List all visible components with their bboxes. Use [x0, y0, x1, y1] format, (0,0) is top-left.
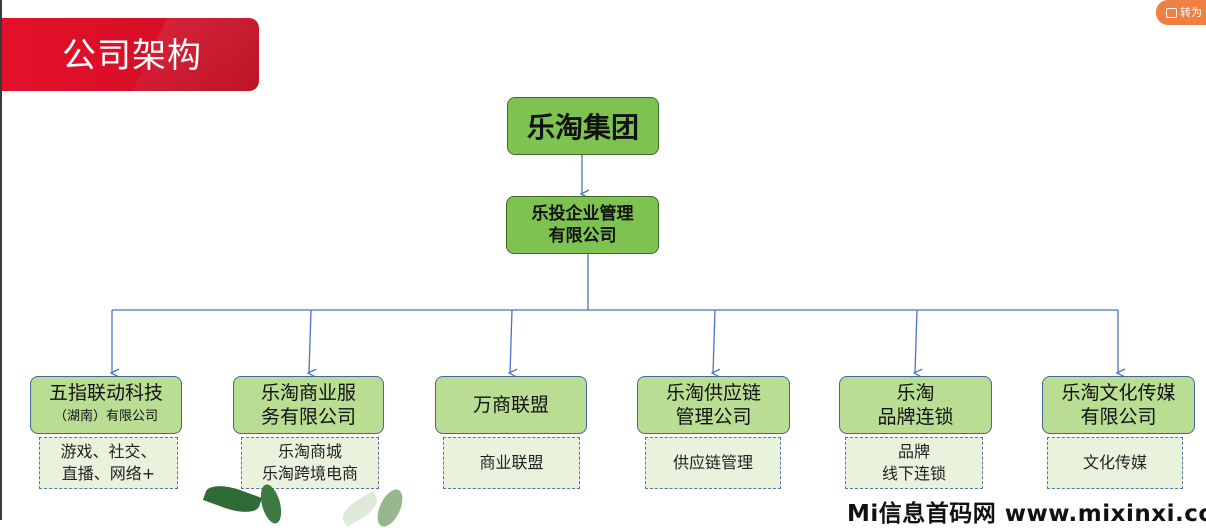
company-1-line-1: 五指联动科技 — [48, 382, 163, 404]
root-node-label: 乐淘集团 — [526, 111, 639, 144]
page-title: 公司架构 — [62, 36, 202, 76]
detail-2-line-1: 乐淘商城 — [277, 442, 342, 461]
title-banner: 公司架构 — [2, 18, 259, 91]
detail-box-4: 供应链管理 — [645, 437, 781, 489]
company-node-1: 五指联动科技 （湖南）有限公司 — [30, 376, 182, 434]
detail-1-line-2: 直播、网络+ — [61, 464, 156, 483]
branch-arrow-3 — [510, 309, 512, 373]
holding-line-1: 乐投企业管理 — [531, 204, 634, 224]
detail-box-1: 游戏、社交、 直播、网络+ — [39, 437, 178, 489]
detail-5-line-2: 线下连锁 — [881, 464, 946, 483]
company-node-4: 乐淘供应链 管理公司 — [637, 376, 790, 434]
branch-arrow-4 — [713, 309, 715, 373]
detail-box-5: 品牌 线下连锁 — [845, 437, 983, 489]
holding-line-2: 有限公司 — [548, 226, 617, 246]
branch-arrow-5 — [915, 309, 917, 373]
company-5-line-2: 品牌连锁 — [877, 406, 954, 428]
detail-5-line-1: 品牌 — [897, 442, 930, 461]
company-6-line-2: 有限公司 — [1080, 406, 1157, 428]
root-node: 乐淘集团 — [507, 97, 659, 155]
detail-6-line-1: 文化传媒 — [1082, 453, 1147, 472]
company-6-line-1: 乐淘文化传媒 — [1061, 382, 1176, 404]
left-border-line — [0, 0, 2, 520]
detail-box-3: 商业联盟 — [443, 437, 580, 489]
detail-box-6: 文化传媒 — [1047, 437, 1183, 489]
convert-icon — [1166, 8, 1177, 18]
company-node-5: 乐淘 品牌连锁 — [839, 376, 992, 434]
company-1-line-2: （湖南）有限公司 — [53, 409, 158, 424]
detail-1-line-1: 游戏、社交、 — [60, 442, 157, 461]
detail-2-line-2: 乐淘跨境电商 — [261, 464, 358, 483]
company-node-3: 万商联盟 — [435, 376, 587, 434]
company-4-line-1: 乐淘供应链 — [665, 382, 761, 404]
detail-box-2: 乐淘商城 乐淘跨境电商 — [241, 437, 379, 489]
convert-button[interactable]: 转为 — [1156, 0, 1206, 25]
company-node-2: 乐淘商业服 务有限公司 — [233, 376, 384, 434]
branch-arrow-2 — [309, 309, 311, 373]
company-2-line-1: 乐淘商业服 — [260, 382, 356, 404]
company-2-line-2: 务有限公司 — [260, 406, 356, 428]
detail-4-line-1: 供应链管理 — [672, 453, 753, 472]
company-5-line-1: 乐淘 — [896, 382, 935, 404]
detail-3-line-1: 商业联盟 — [479, 453, 544, 472]
watermark-text: Mi信息首码网 www.mixinxi.com — [847, 501, 1206, 527]
company-3-line-1: 万商联盟 — [472, 394, 549, 416]
company-4-line-2: 管理公司 — [675, 406, 752, 428]
convert-label: 转为 — [1180, 6, 1202, 19]
company-node-6: 乐淘文化传媒 有限公司 — [1042, 376, 1195, 434]
holding-node: 乐投企业管理 有限公司 — [506, 196, 659, 254]
